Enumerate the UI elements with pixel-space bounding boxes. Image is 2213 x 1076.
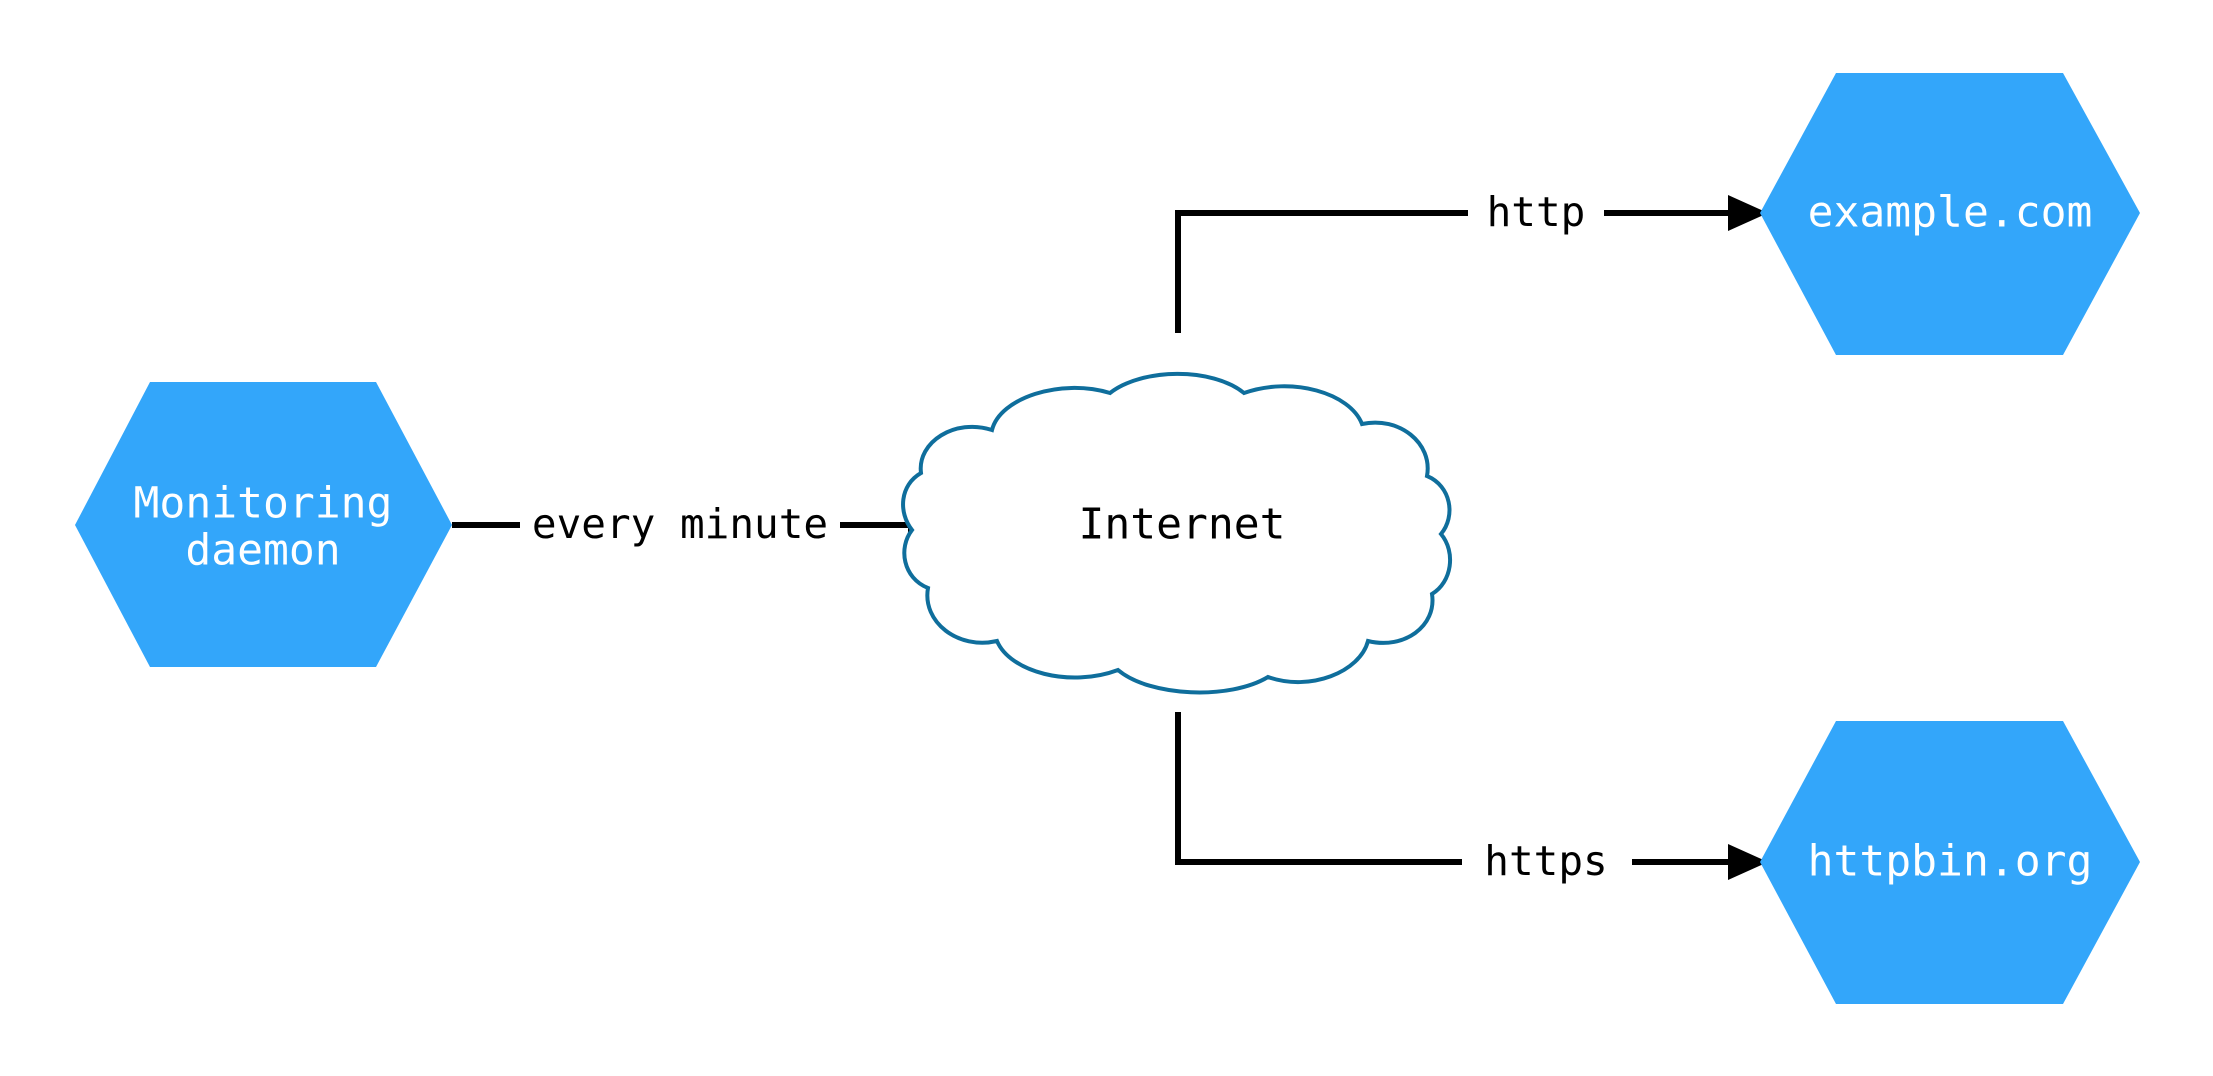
node-label-internet: Internet <box>1078 500 1285 550</box>
edge-label-http: http <box>1487 188 1586 236</box>
edge-line-http <box>1175 210 1468 333</box>
node-httpbin-org[interactable]: httpbin.org <box>1760 721 2140 1004</box>
node-label-httpbin-org: httpbin.org <box>1808 837 2093 887</box>
hexagon-shape-example-com <box>1760 73 2140 355</box>
edge-internet-to-example[interactable]: http <box>1175 188 1768 333</box>
cloud-shape-internet <box>901 371 1453 695</box>
edge-line-https <box>1175 712 1462 865</box>
node-label-monitoring-daemon-line1: Monitoring <box>134 479 393 529</box>
node-label-example-com: example.com <box>1808 188 2093 238</box>
node-label-monitoring-daemon-line2: daemon <box>185 526 340 576</box>
edge-internet-to-httpbin[interactable]: https <box>1175 712 1768 885</box>
hexagon-shape-httpbin-org <box>1760 721 2140 1004</box>
hexagon-shape-monitoring-daemon <box>75 382 452 667</box>
node-monitoring-daemon[interactable]: Monitoring daemon <box>75 382 452 667</box>
arrowhead-icon-https <box>1728 844 1768 880</box>
edge-label-every-minute: every minute <box>532 500 828 548</box>
edge-daemon-to-internet[interactable]: every minute <box>452 500 944 548</box>
node-internet-cloud[interactable]: Internet <box>901 371 1453 695</box>
arrowhead-icon-http <box>1728 195 1768 231</box>
edge-label-https: https <box>1484 837 1607 885</box>
node-example-com[interactable]: example.com <box>1760 73 2140 355</box>
